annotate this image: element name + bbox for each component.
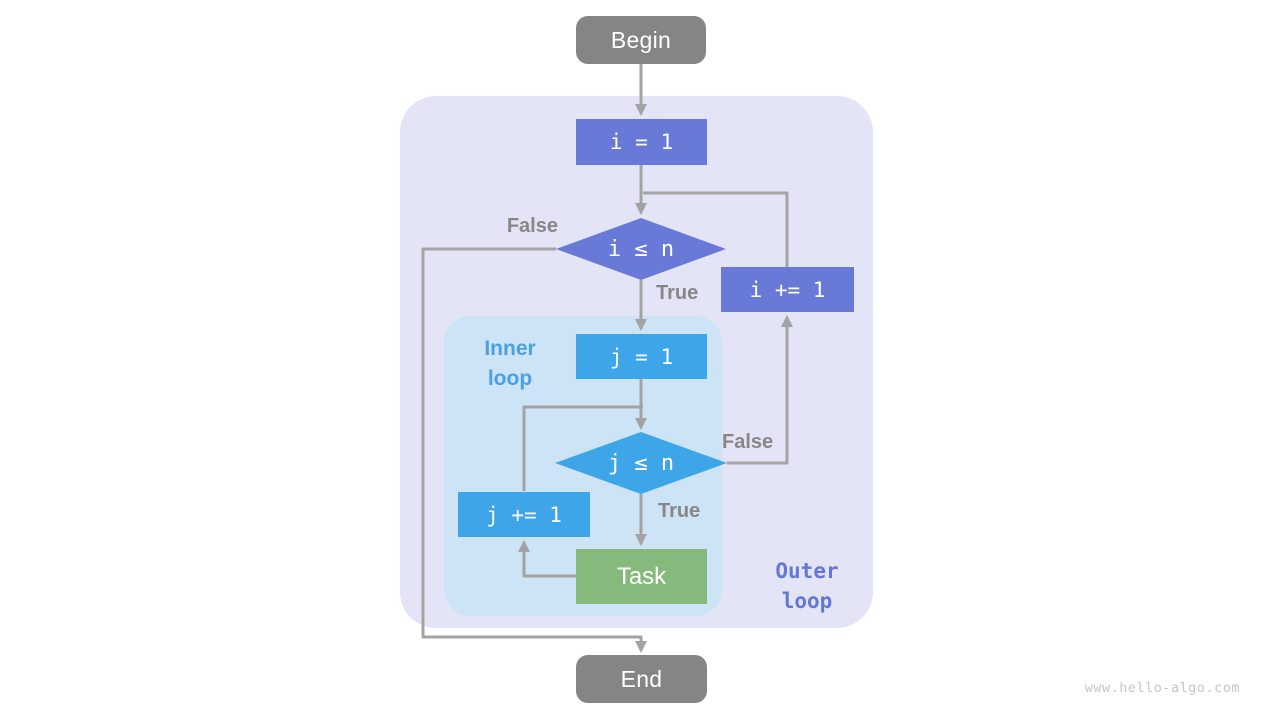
watermark: www.hello-algo.com — [1084, 680, 1240, 696]
end-node: End — [576, 655, 707, 703]
inner-loop-label-line2: loop — [487, 367, 533, 390]
outer-loop-label-line1: Outer — [775, 559, 839, 583]
edge-task-to-inc-j — [518, 540, 577, 578]
outer-loop-label-line2: loop — [781, 589, 833, 613]
edge-cond-j-false-to-inc-i — [727, 315, 793, 465]
edge-inc-i-loopback — [643, 191, 789, 267]
task-node: Task — [576, 549, 707, 604]
edge-inc-j-loopback — [522, 405, 643, 491]
init-i-node: i = 1 — [576, 119, 707, 165]
inner-true-label: True — [658, 500, 701, 522]
outer-true-label: True — [656, 282, 699, 304]
inner-loop-label-line1: Inner — [484, 337, 536, 360]
edge-cond-i-false-to-end — [421, 247, 647, 653]
outer-loop-label: Outer loop — [748, 556, 866, 616]
begin-node: Begin — [576, 16, 706, 64]
inc-j-node: j += 1 — [458, 492, 590, 537]
init-j-node: j = 1 — [576, 334, 707, 379]
inc-i-node: i += 1 — [721, 267, 854, 312]
inner-false-label: False — [722, 431, 774, 453]
inner-loop-label: Inner loop — [455, 334, 565, 394]
outer-false-label: False — [506, 215, 558, 237]
